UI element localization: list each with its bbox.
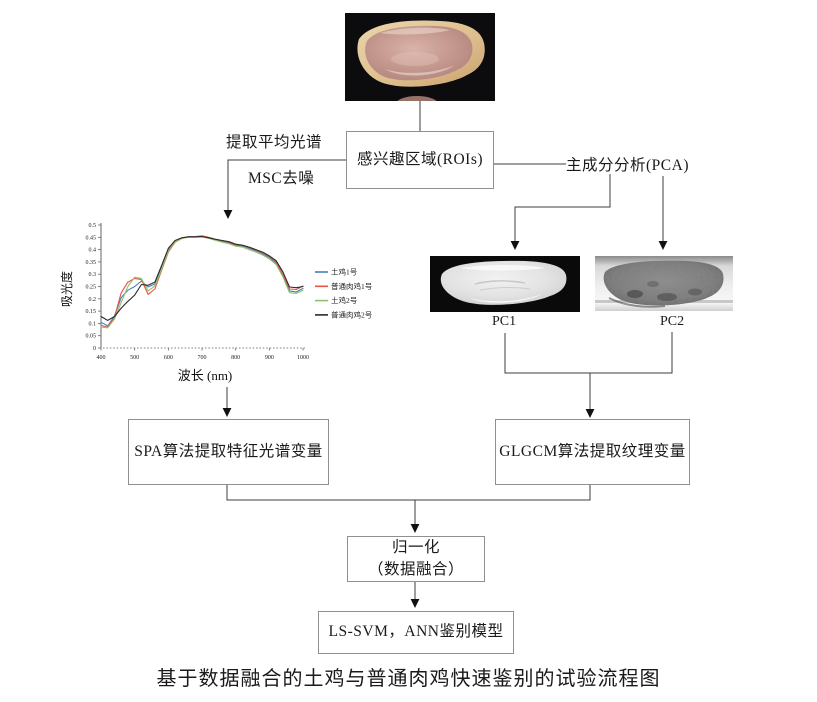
svg-text:土鸡1号: 土鸡1号 [331, 267, 357, 277]
spectra-chart: 0 0.05 0.1 0.15 0.2 0.25 0.3 0.35 0.4 0.45 0.5 400 5… [60, 215, 405, 390]
spa-box-label: SPA算法提取特征光谱变量 [134, 442, 323, 460]
svg-text:吸光度: 吸光度 [60, 271, 74, 307]
svg-text:0.05: 0.05 [86, 334, 97, 340]
svg-text:400: 400 [97, 355, 106, 361]
spa-box: SPA算法提取特征光谱变量 [128, 419, 329, 485]
svg-text:900: 900 [265, 355, 274, 361]
svg-text:0.5: 0.5 [89, 223, 97, 229]
svg-text:普通肉鸡1号: 普通肉鸡1号 [331, 281, 372, 291]
model-box: LS-SVM，ANN鉴别模型 [318, 611, 514, 654]
svg-text:600: 600 [164, 355, 173, 361]
svg-text:1000: 1000 [297, 355, 309, 361]
svg-text:0: 0 [93, 346, 96, 352]
model-box-label: LS-SVM，ANN鉴别模型 [328, 623, 504, 641]
edge-label-extract-mean-spectra: 提取平均光谱 [226, 134, 323, 151]
svg-text:普通肉鸡2号: 普通肉鸡2号 [331, 310, 372, 320]
roi-box-label: 感兴趣区域(ROIs) [356, 150, 484, 168]
svg-text:0.45: 0.45 [86, 235, 97, 241]
normalization-box: 归一化 （数据融合） [347, 536, 485, 582]
edge-label-msc-denoise: MSC去噪 [248, 170, 315, 187]
pc2-label: PC2 [660, 314, 685, 329]
pc1-label: PC1 [492, 314, 517, 329]
edge-label-pca: 主成分分析(PCA) [566, 157, 689, 174]
figure-caption: 基于数据融合的土鸡与普通肉鸡快速鉴别的试验流程图 [156, 668, 661, 690]
glgcm-box: GLGCM算法提取纹理变量 [495, 419, 690, 485]
svg-text:0.3: 0.3 [89, 272, 97, 278]
svg-text:0.25: 0.25 [86, 285, 97, 291]
glgcm-box-label: GLGCM算法提取纹理变量 [499, 442, 686, 460]
svg-text:土鸡2号: 土鸡2号 [331, 295, 357, 305]
normalization-box-line2: （数据融合） [367, 561, 464, 578]
svg-text:700: 700 [198, 355, 207, 361]
chicken-sample-photo [345, 13, 495, 101]
pc2-image [595, 256, 733, 311]
svg-text:500: 500 [130, 355, 139, 361]
roi-box: 感兴趣区域(ROIs) [346, 131, 494, 189]
svg-text:0.1: 0.1 [89, 321, 97, 327]
svg-text:0.2: 0.2 [89, 297, 97, 303]
normalization-box-line1: 归一化 [391, 539, 440, 557]
pc1-image [430, 256, 580, 312]
svg-text:0.15: 0.15 [86, 309, 97, 315]
svg-text:0.35: 0.35 [86, 260, 97, 266]
svg-text:800: 800 [231, 355, 240, 361]
svg-text:波长 (nm): 波长 (nm) [178, 368, 233, 383]
svg-text:0.4: 0.4 [89, 248, 97, 254]
